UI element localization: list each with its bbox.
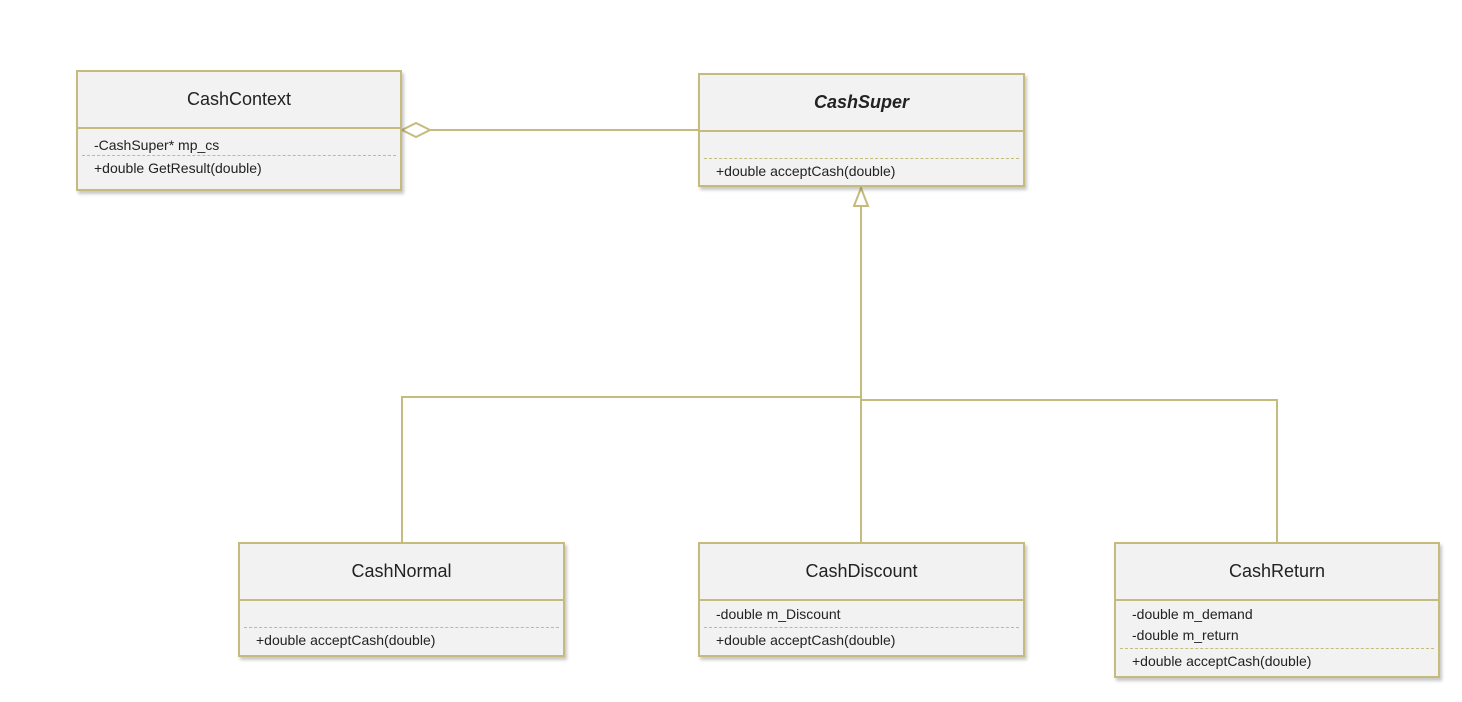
class-methods: +double GetResult(double)	[78, 156, 400, 179]
method: +double acceptCash(double)	[716, 632, 896, 648]
attribute: -double m_return	[1132, 627, 1239, 643]
method: +double acceptCash(double)	[1132, 653, 1312, 669]
class-methods: +double acceptCash(double)	[700, 628, 1023, 651]
class-attributes: -double m_Discount	[700, 601, 1023, 627]
compartment-separator	[244, 627, 559, 628]
class-name: CashNormal	[240, 544, 563, 601]
method: +double acceptCash(double)	[716, 163, 896, 179]
method: +double GetResult(double)	[94, 160, 262, 176]
class-attributes: -double m_demand -double m_return	[1116, 601, 1438, 648]
compartment-separator	[1120, 648, 1434, 649]
attribute: -double m_demand	[1132, 606, 1253, 622]
class-cashnormal[interactable]: CashNormal +double acceptCash(double)	[238, 542, 565, 657]
aggregation-diamond	[399, 121, 433, 139]
method: +double acceptCash(double)	[256, 632, 436, 648]
class-attributes: -CashSuper* mp_cs	[78, 129, 400, 155]
generalization-arrowhead	[852, 185, 870, 207]
class-cashsuper[interactable]: CashSuper +double acceptCash(double)	[698, 73, 1025, 187]
class-name: CashContext	[78, 72, 400, 129]
compartment-separator	[704, 158, 1019, 159]
generalization-branch-cashreturn	[861, 399, 1278, 544]
generalization-branch-cashnormal	[401, 396, 861, 544]
class-methods: +double acceptCash(double)	[1116, 649, 1438, 672]
class-cashreturn[interactable]: CashReturn -double m_demand -double m_re…	[1114, 542, 1440, 678]
class-cashdiscount[interactable]: CashDiscount -double m_Discount +double …	[698, 542, 1025, 657]
class-name: CashReturn	[1116, 544, 1438, 601]
compartment-separator	[704, 627, 1019, 628]
class-methods: +double acceptCash(double)	[240, 628, 563, 651]
class-attributes	[700, 132, 1023, 158]
class-attributes	[240, 601, 563, 627]
class-name: CashDiscount	[700, 544, 1023, 601]
class-name: CashSuper	[700, 75, 1023, 132]
compartment-separator	[82, 155, 396, 156]
class-methods: +double acceptCash(double)	[700, 159, 1023, 182]
attribute: -double m_Discount	[716, 606, 841, 622]
class-cashcontext[interactable]: CashContext -CashSuper* mp_cs +double Ge…	[76, 70, 402, 191]
attribute: -CashSuper* mp_cs	[94, 137, 220, 153]
